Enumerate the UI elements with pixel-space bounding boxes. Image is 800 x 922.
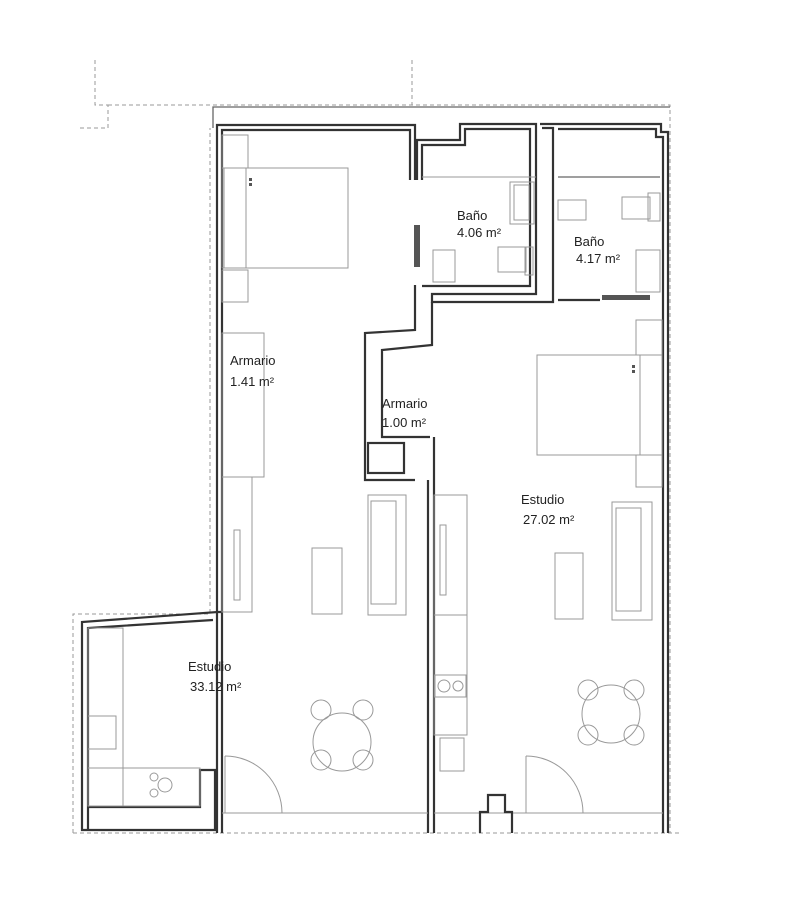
entrance-door-right[interactable] [434,755,663,833]
room-label-closet-2: Armario 1.00 m² [382,395,428,431]
room-name: Estudio [188,659,232,674]
room-area: 4.17 m² [576,251,621,266]
bed-right [433,319,663,772]
outer-wall-line [212,106,670,128]
room-name: Baño [574,234,605,249]
room-label-studio-right: Estudio 27.02 m² [521,491,574,528]
sliding-door[interactable] [414,225,420,267]
room-area: 4.06 m² [457,225,502,240]
room-area: 1.00 m² [382,415,427,430]
kitchen-left [87,627,201,807]
bed-left [221,134,407,616]
dining-table-right [577,679,645,746]
central-walls [363,285,436,833]
right-unit-walls [540,122,670,833]
room-name: Armario [382,396,428,411]
room-name: Estudio [521,492,565,507]
room-label-closet-1: Armario 1.41 m² [230,352,276,390]
room-area: 27.02 m² [523,512,575,527]
entrance-door-left[interactable] [222,755,428,814]
dining-table-left [310,699,374,772]
room-area: 1.41 m² [230,374,275,389]
room-label-bathroom-1: Baño 4.06 m² [457,207,501,241]
room-name: Armario [230,353,276,368]
bathroom-1-walls [414,122,555,304]
property-boundary [72,60,680,834]
room-label-bathroom-2: Baño 4.17 m² [574,233,620,267]
room-area: 33.12 m² [190,679,242,694]
room-label-studio-left: Estudio 33.12 m² [188,658,241,695]
room-name: Baño [457,208,488,223]
sliding-door[interactable] [602,295,650,300]
